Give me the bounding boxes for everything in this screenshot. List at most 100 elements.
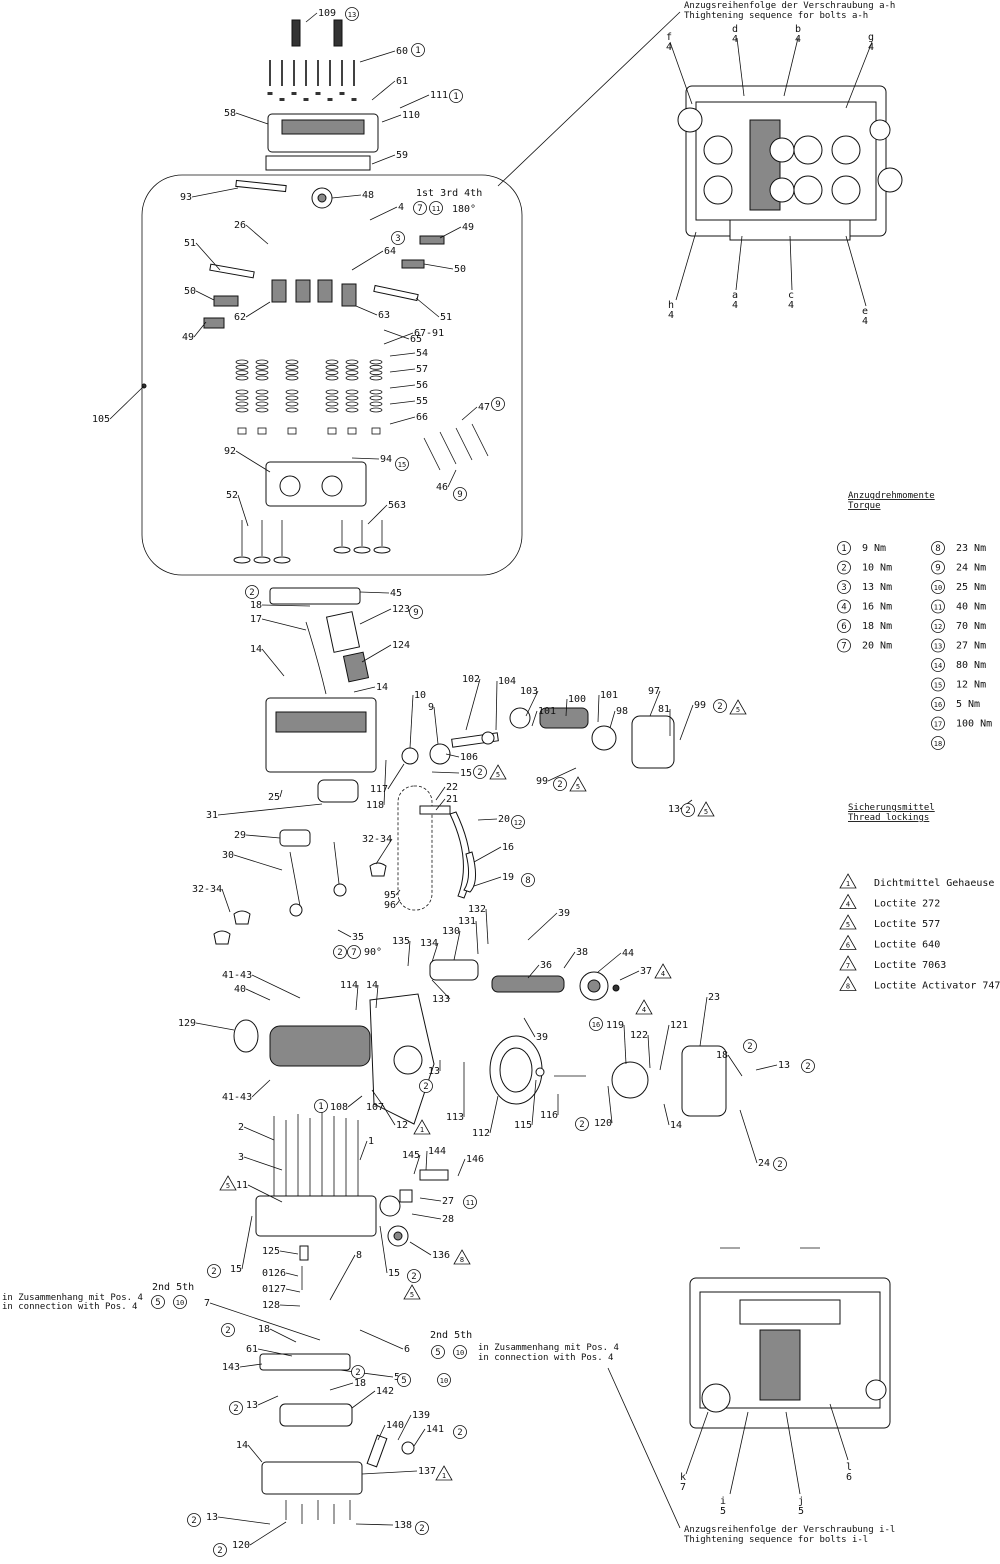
callout-label: 65 bbox=[410, 334, 422, 345]
callout-144: 144 bbox=[425, 1146, 446, 1171]
callout-label: 18 bbox=[258, 1324, 270, 1335]
callout-104: 104 bbox=[495, 676, 516, 731]
leader-line bbox=[241, 1215, 253, 1270]
callout-label: 103 bbox=[520, 686, 538, 697]
torque-callout-26: 11 bbox=[463, 1195, 477, 1209]
leader-line bbox=[383, 332, 414, 345]
callout-label: 13 bbox=[206, 1512, 218, 1523]
callout-label: 58 bbox=[224, 108, 236, 119]
callout-11: 11 bbox=[236, 1180, 283, 1203]
svg-text:2: 2 bbox=[685, 806, 690, 816]
leader-line bbox=[477, 818, 498, 821]
torque-callout-27: 2 bbox=[207, 1264, 221, 1278]
callout-label: 116 bbox=[540, 1110, 558, 1121]
callout-63: 63 bbox=[355, 305, 390, 321]
leader-line bbox=[247, 1184, 283, 1203]
callout-13d: 13 bbox=[246, 1395, 279, 1411]
leader-line bbox=[359, 608, 392, 625]
callout-95: 95 bbox=[384, 889, 401, 901]
callout-label: 104 bbox=[498, 676, 516, 687]
bolt-h-torque: 4 bbox=[668, 310, 674, 321]
bolt-c-torque: 4 bbox=[788, 300, 794, 311]
pos4-notes: 2nd 5th in Zusammenhang mit Pos. 4 in co… bbox=[2, 188, 619, 1363]
callout-label: 95 bbox=[384, 890, 396, 901]
leader-line bbox=[431, 942, 439, 963]
torque-callout-10: 9 bbox=[409, 605, 423, 619]
leader-line bbox=[563, 951, 576, 969]
torque-mark-11: 11 bbox=[931, 599, 945, 614]
callout-label: 17 bbox=[250, 614, 262, 625]
locking-callout-0: 5 bbox=[729, 699, 747, 715]
callout-label: 81 bbox=[658, 704, 670, 715]
callout-label: 129 bbox=[178, 1018, 196, 1029]
callout-label: 57 bbox=[416, 364, 428, 375]
callout-81: 81 bbox=[658, 704, 671, 736]
callout-44: 44 bbox=[597, 948, 634, 973]
callout-117: 117 bbox=[370, 763, 405, 795]
callout-97: 97 bbox=[648, 686, 661, 717]
callout-4143a: 41-43 bbox=[222, 970, 301, 999]
torque-callout-13: 2 bbox=[553, 777, 567, 791]
svg-text:5: 5 bbox=[226, 1182, 230, 1190]
leader-line bbox=[375, 984, 379, 1009]
leader-line bbox=[389, 416, 416, 425]
callout-22: 22 bbox=[435, 782, 458, 801]
callout-label: 20 bbox=[498, 814, 510, 825]
torque-mark-18: 18 bbox=[931, 736, 945, 750]
callout-102: 102 bbox=[462, 674, 481, 731]
svg-text:6: 6 bbox=[846, 942, 850, 950]
svg-text:5: 5 bbox=[401, 1376, 406, 1386]
bolt-l-torque: 6 bbox=[846, 1472, 852, 1483]
callout-label: 145 bbox=[402, 1150, 420, 1161]
callout-label: 133 bbox=[432, 994, 450, 1005]
callout-16: 16 bbox=[473, 842, 514, 863]
leader-line bbox=[285, 1272, 299, 1277]
leader-line bbox=[431, 771, 460, 774]
svg-text:9: 9 bbox=[495, 400, 500, 410]
torque-value-3: 13 Nm bbox=[862, 582, 892, 593]
callout-126: 0126 bbox=[262, 1268, 299, 1279]
callout-label: 24 bbox=[758, 1158, 770, 1169]
svg-text:8: 8 bbox=[935, 544, 940, 554]
leader-line bbox=[607, 1085, 613, 1124]
callout-130: 130 bbox=[442, 926, 461, 961]
callout-38: 38 bbox=[563, 947, 588, 969]
callout-106: 106 bbox=[445, 752, 478, 763]
svg-text:5: 5 bbox=[846, 921, 850, 929]
locking-callout-9: 8 bbox=[453, 1249, 471, 1265]
torque-mark-4: 4 bbox=[837, 599, 851, 614]
callout-119: 119 bbox=[606, 1020, 627, 1065]
callout-99a: 99 bbox=[679, 700, 706, 741]
callout-label: 11 bbox=[236, 1180, 248, 1191]
callout-label: 131 bbox=[458, 916, 476, 927]
bolt-f-label: f bbox=[666, 32, 672, 43]
callout-3234b: 32-34 bbox=[192, 884, 231, 913]
torque-mark-17: 17 bbox=[931, 716, 945, 731]
leader-line bbox=[389, 368, 416, 373]
callout-18d: 18 bbox=[329, 1378, 366, 1391]
torque-callout-38: 2 bbox=[453, 1425, 467, 1439]
torque-callout-34: 5 bbox=[397, 1373, 411, 1387]
callout-7: 7 bbox=[204, 1298, 321, 1341]
leader-line bbox=[755, 1064, 778, 1071]
callout-label: 36 bbox=[540, 960, 552, 971]
callout-label: 111 bbox=[430, 90, 448, 101]
leader-line bbox=[395, 899, 401, 906]
leader-line bbox=[623, 1024, 627, 1065]
callout-141: 141 bbox=[413, 1424, 444, 1447]
leader-line bbox=[109, 385, 145, 420]
callout-57: 57 bbox=[389, 364, 428, 375]
callout-label: 47 bbox=[478, 402, 490, 413]
leader-line bbox=[413, 1154, 421, 1175]
svg-text:2: 2 bbox=[747, 1042, 752, 1052]
torque-callout-37: 2 bbox=[229, 1401, 243, 1415]
callout-51a: 51 bbox=[184, 238, 221, 271]
leader-line bbox=[243, 1126, 275, 1141]
leader-line bbox=[257, 1348, 293, 1357]
callout-label: 13 bbox=[668, 804, 680, 815]
leader-line bbox=[375, 838, 393, 865]
torque-value-16: 5 Nm bbox=[956, 699, 980, 710]
callout-17: 17 bbox=[250, 614, 307, 631]
torque-callout-12: 2 bbox=[473, 765, 487, 779]
top-caption-line1: Anzugsreihenfolge der Verschraubung a-h bbox=[684, 1, 895, 11]
